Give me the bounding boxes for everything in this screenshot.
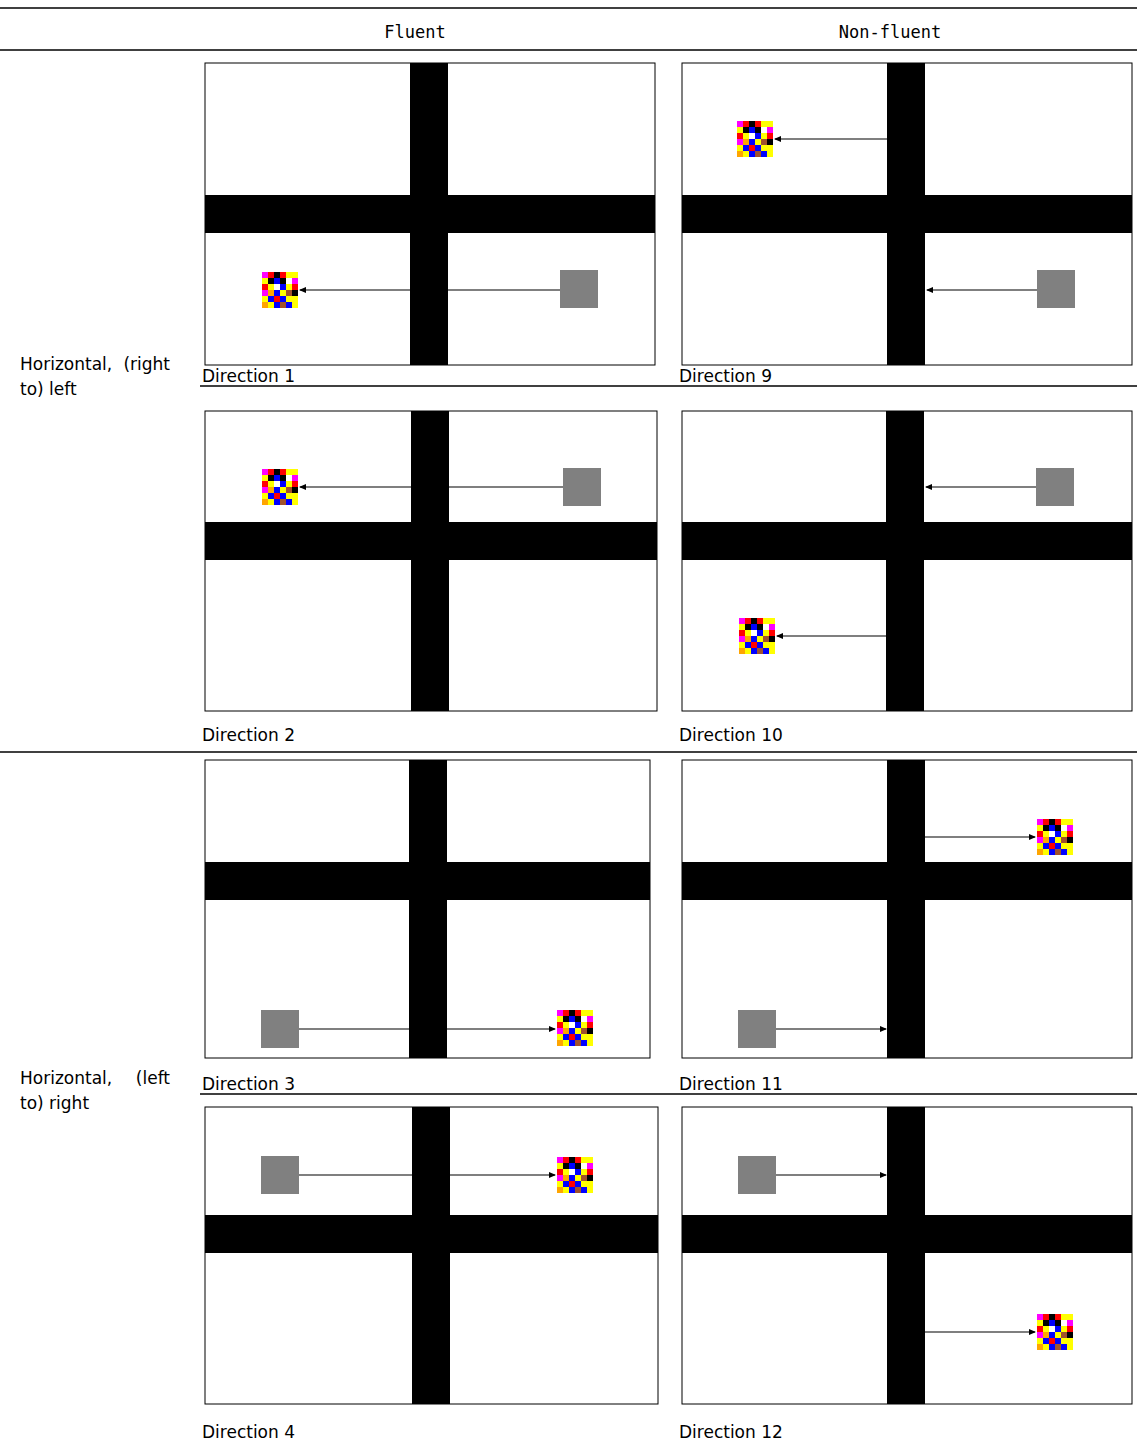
panel-label: Direction 4 [202,1422,295,1441]
panel-label: Direction 2 [202,725,295,745]
panel-label: Direction 10 [679,725,783,745]
panel-label: Direction 1 [202,366,295,386]
row-label: Horizontal, (left to) right [20,1066,170,1116]
panel-label: Direction 11 [679,1074,783,1094]
row-label: Horizontal, (right to) left [20,352,170,402]
panel-label: Direction 9 [679,366,772,386]
column-header: Non-fluent [805,22,975,42]
panel-label: Direction 3 [202,1074,295,1094]
panel-label: Direction 12 [679,1422,783,1441]
column-header: Fluent [330,22,500,42]
